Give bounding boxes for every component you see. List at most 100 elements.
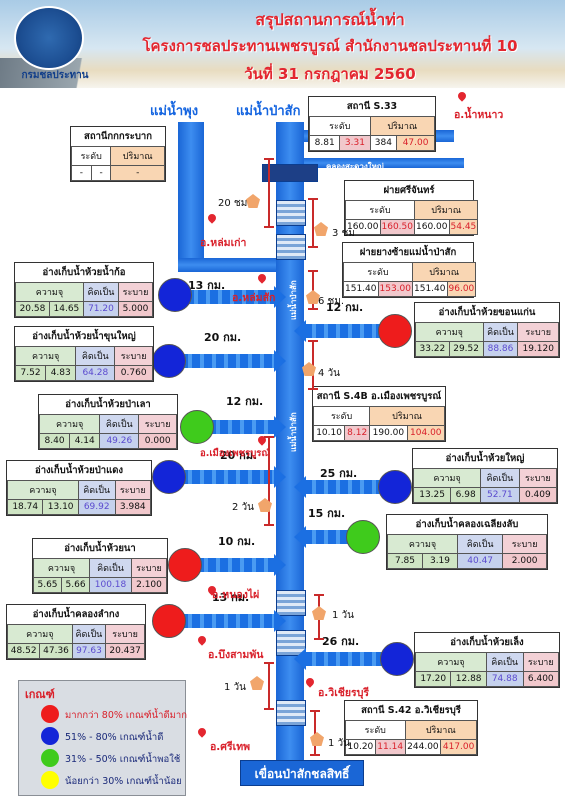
page-date: วันที่ 31 กรกฎาคม 2560 <box>244 65 416 83</box>
rid-logo-icon <box>14 6 84 70</box>
value-cell: 244.00 <box>404 739 442 755</box>
percent-value: 74.88 <box>485 671 524 687</box>
reservoir-title: อ่างเก็บน้ำห้วยนา <box>64 543 136 554</box>
col-release: ระบาย <box>118 282 153 302</box>
col-capacity: ความจุ <box>7 624 73 644</box>
value-cell: 54.45 <box>448 219 479 235</box>
value-cell: - <box>90 165 112 181</box>
reservoir-box-khon_kaen: อ่างเก็บน้ำห้วยขอนแก่นความจุคิดเป็นระบาย… <box>414 302 560 358</box>
release-value: 2.000 <box>502 553 547 569</box>
col-volume: ปริมาณ <box>110 146 165 166</box>
station-title: สถานี S.42 อ.วิเชียรบุรี <box>361 705 461 716</box>
reservoir-branch-hua_ko <box>186 286 286 308</box>
capacity-value: 7.52 <box>14 365 47 381</box>
station-kkrabak: สถานีกกกระบาก ระดับ ปริมาณ - - - <box>70 126 166 182</box>
col-capacity: ความจุ <box>415 652 487 672</box>
travel-time-label: 20 ชม <box>218 198 248 209</box>
travel-time-icon <box>258 498 272 512</box>
capacity-value: 18.74 <box>6 499 44 515</box>
travel-marker <box>308 198 318 248</box>
location-pin-icon <box>203 209 221 227</box>
reservoir-branch-khon_kaen <box>294 320 384 342</box>
col-capacity: ความจุ <box>7 480 79 500</box>
reservoir-distance: 10 กม. <box>218 535 256 548</box>
col-release: ระบาย <box>517 322 559 342</box>
col-level: ระดับ <box>312 406 371 426</box>
col-percent: คิดเป็น <box>480 468 520 488</box>
travel-time-label: 1 วัน <box>332 610 354 621</box>
legend-text-red: มากกว่า 80% เกณฑ์น้ำดีมาก <box>65 710 187 721</box>
reservoir-distance: 12 กม. <box>326 301 364 314</box>
capacity-value: 7.85 <box>387 553 423 569</box>
khlong-label: คลองสะดวงใหญ่ <box>326 162 384 171</box>
release-value: 6.400 <box>522 671 560 687</box>
col-release: ระบาย <box>114 346 153 366</box>
volume-value: 47.36 <box>39 643 73 659</box>
value-cell: 8.81 <box>308 135 341 151</box>
travel-time-icon <box>302 362 316 376</box>
travel-time-icon <box>250 676 264 690</box>
col-level: ระดับ <box>343 262 413 282</box>
col-release: ระบาย <box>114 480 152 500</box>
dam-label: เขื่อนป่าสักชลสิทธิ์ <box>240 760 364 786</box>
reservoir-status-dot <box>180 410 214 444</box>
release-value: 0.000 <box>138 433 177 449</box>
legend-text-green: 31% - 50% เกณฑ์น้ำพอใช้ <box>65 754 181 765</box>
value-cell: 160.50 <box>379 219 415 235</box>
col-percent: คิดเป็น <box>82 282 120 302</box>
col-percent: คิดเป็น <box>75 346 116 366</box>
reservoir-box-khun_yai: อ่างเก็บน้ำห้วยน้ำขุนใหญ่ความจุคิดเป็นระ… <box>14 326 154 382</box>
legend-dot-blue <box>41 727 59 745</box>
release-value: 0.760 <box>114 365 153 381</box>
reservoir-distance: 13 กม. <box>188 279 226 292</box>
col-volume: ปริมาณ <box>369 116 436 136</box>
location-pin-icon <box>453 87 471 105</box>
reservoir-title: อ่างเก็บน้ำห้วยป่าเลา <box>65 399 151 410</box>
col-level: ระดับ <box>345 720 406 740</box>
capacity-value: 5.65 <box>32 577 63 593</box>
legend-dot-red <box>41 705 59 723</box>
percent-value: 49.26 <box>99 433 140 449</box>
volume-value: 12.88 <box>450 671 487 687</box>
value-cell: 8.12 <box>344 425 371 441</box>
col-percent: คิดเป็น <box>485 652 524 672</box>
reservoir-branch-huai_leng <box>294 648 386 670</box>
reservoir-branch-huai_na <box>196 554 286 576</box>
col-capacity: ความจุ <box>415 322 484 342</box>
reservoir-title: อ่างเก็บน้ำคลองลำกง <box>32 609 120 620</box>
capacity-value: 48.52 <box>6 643 41 659</box>
travel-time-icon <box>246 194 260 208</box>
volume-value: 14.65 <box>48 301 84 317</box>
phung-confluence <box>178 258 304 272</box>
percent-value: 40.47 <box>456 553 504 569</box>
place-mueang: อ.เมืองเพชรบูรณ์ <box>200 448 271 459</box>
volume-value: 4.83 <box>45 365 77 381</box>
khlong-branch <box>304 158 464 168</box>
value-cell: 96.00 <box>446 281 477 297</box>
reservoir-title: อ่างเก็บน้ำห้วยขอนแก่น <box>438 307 536 318</box>
value-cell: 10.10 <box>312 425 346 441</box>
place-nam-nao: อ.น้ำหนาว <box>454 109 504 121</box>
river-label-pasak: แม่น้ำป่าสัก <box>236 104 301 119</box>
value-cell: 11.14 <box>374 739 406 755</box>
weir-icon-2 <box>276 234 306 260</box>
station-srichan: ฝายศรีจันทร์ ระดับ ปริมาณ 160.00 160.50 … <box>344 180 479 236</box>
station-s42: สถานี S.42 อ.วิเชียรบุรี ระดับ ปริมาณ 10… <box>344 700 478 756</box>
col-release: ระบาย <box>130 558 168 578</box>
col-capacity: ความจุ <box>14 346 77 366</box>
station-s33: สถานี S.33 ระดับ ปริมาณ 8.81 3.31 384 47… <box>308 96 436 152</box>
travel-time-label: 6 ชม. <box>318 296 345 307</box>
legend-row-blue: 51% - 80% เกณฑ์น้ำดี <box>27 727 185 747</box>
reservoir-title: อ่างเก็บน้ำห้วยน้ำก้อ <box>42 267 126 278</box>
location-pin-icon <box>253 269 271 287</box>
col-percent: คิดเป็น <box>71 624 107 644</box>
reservoir-distance: 15 กม. <box>308 507 346 520</box>
col-volume: ปริมาณ <box>411 262 477 282</box>
value-cell: 3.31 <box>339 135 371 151</box>
pasak-vertical-label-1: แม่น้ำป่าสัก <box>289 280 298 320</box>
release-value: 20.437 <box>105 643 145 659</box>
reservoir-title: อ่างเก็บน้ำคลองเฉลียงลับ <box>415 519 519 530</box>
place-bueng-sam-phan: อ.บึงสามพัน <box>208 649 264 661</box>
capacity-value: 17.20 <box>414 671 452 687</box>
